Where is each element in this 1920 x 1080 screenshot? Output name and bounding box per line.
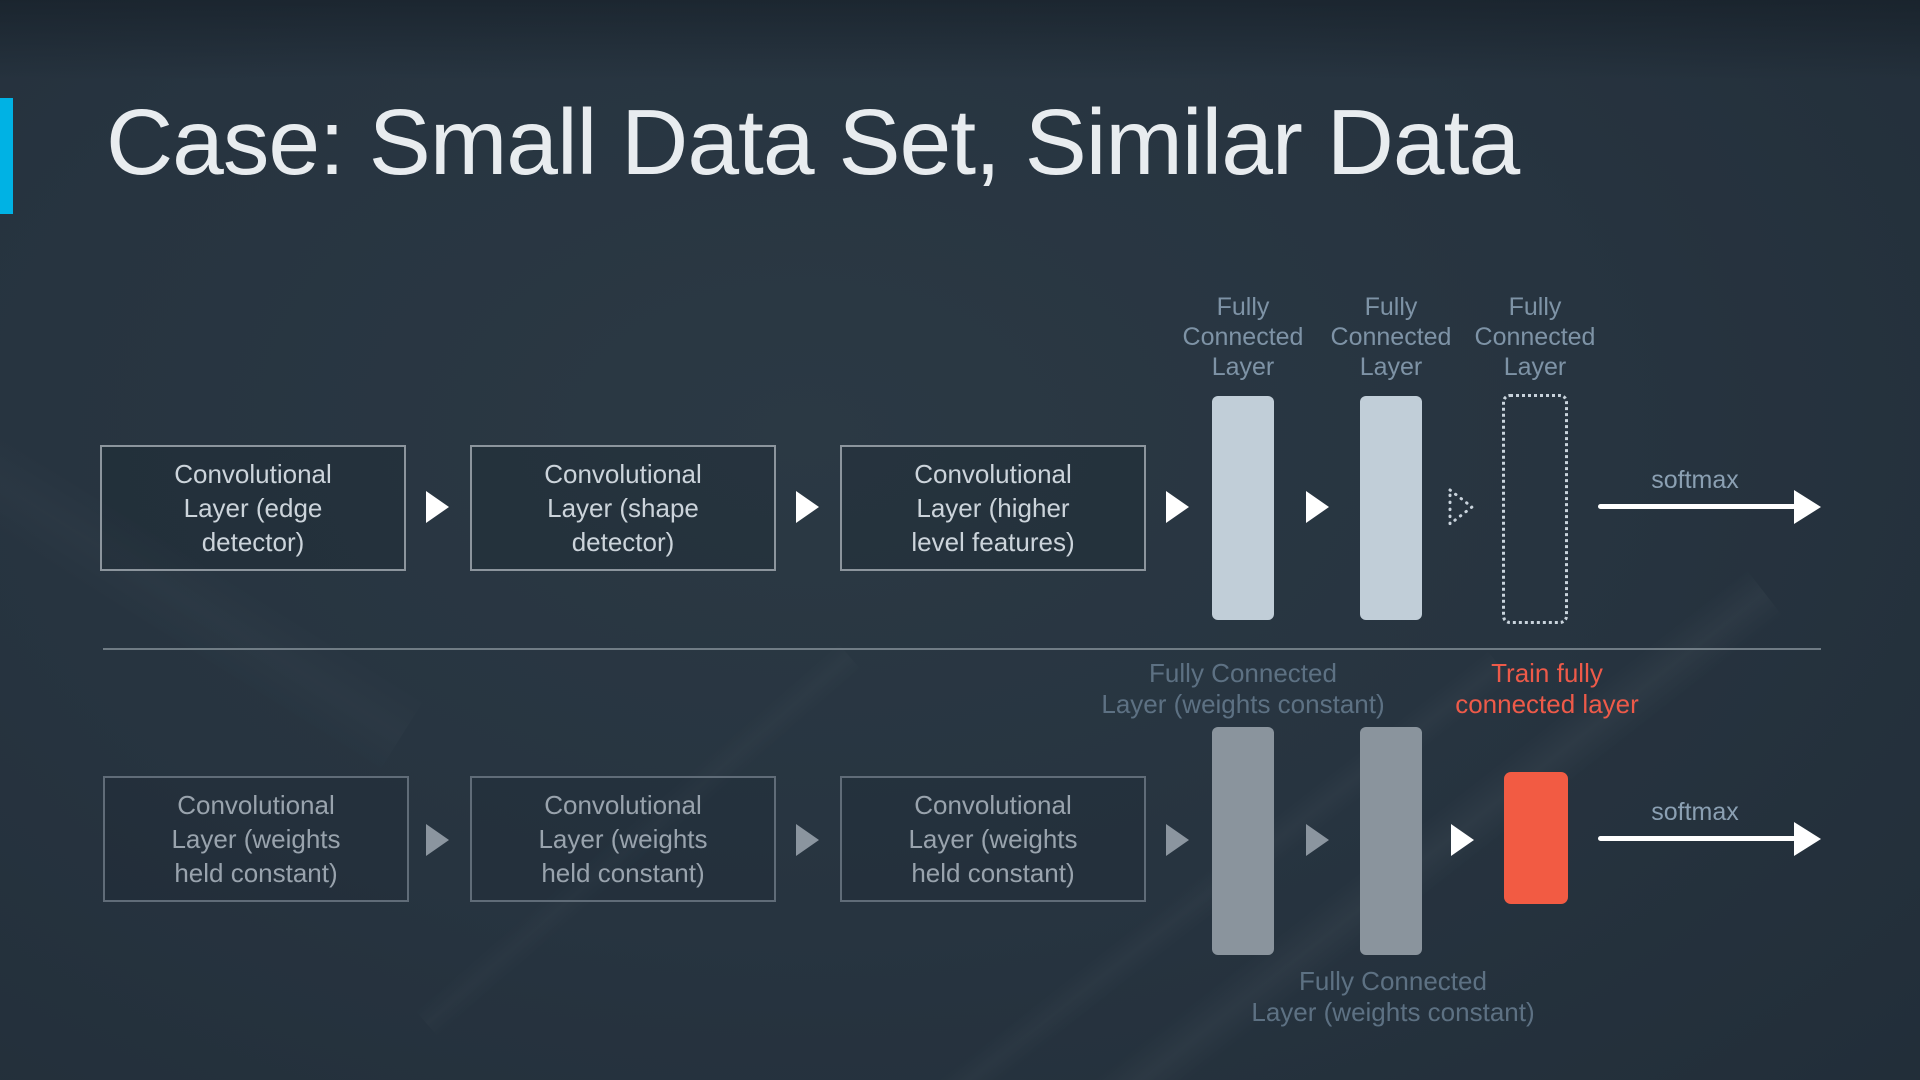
fully-connected-layer-label: Fully Connected Layer (1474, 293, 1596, 381)
arrow-right-icon (1166, 824, 1189, 856)
trainable-fully-connected-layer-bar (1504, 772, 1568, 904)
fully-connected-layer-label: Fully Connected Layer (1182, 293, 1304, 381)
conv-layer-box-higher-features: Convolutional Layer (higher level featur… (840, 445, 1146, 571)
conv-layer-box-edge-detector: Convolutional Layer (edge detector) (100, 445, 406, 571)
fully-connected-layer-bar-frozen (1212, 727, 1274, 955)
softmax-arrow-head-icon (1794, 822, 1821, 856)
softmax-arrow-head-icon (1794, 490, 1821, 524)
arrow-right-icon (426, 824, 449, 856)
arrow-right-icon (1451, 824, 1474, 856)
conv-layer-box-label: Convolutional Layer (weights held consta… (908, 790, 1078, 888)
softmax-arrow-line (1598, 504, 1796, 509)
title-accent-bar (0, 98, 13, 214)
section-divider (103, 648, 1821, 650)
conv-layer-box-label: Convolutional Layer (shape detector) (544, 459, 702, 557)
conv-layer-box-label: Convolutional Layer (higher level featur… (911, 459, 1075, 557)
arrow-right-icon (796, 824, 819, 856)
conv-layer-box-label: Convolutional Layer (weights held consta… (538, 790, 708, 888)
fully-connected-layer-bar-dotted (1502, 394, 1568, 624)
slide-title: Case: Small Data Set, Similar Data (106, 90, 1520, 194)
conv-layer-box-frozen: Convolutional Layer (weights held consta… (103, 776, 409, 902)
conv-layer-box-label: Convolutional Layer (weights held consta… (171, 790, 341, 888)
conv-layer-box-frozen: Convolutional Layer (weights held consta… (840, 776, 1146, 902)
conv-layer-box-frozen: Convolutional Layer (weights held consta… (470, 776, 776, 902)
arrow-right-icon (1306, 824, 1329, 856)
fully-connected-layer-bar (1212, 396, 1274, 620)
conv-layer-box-shape-detector: Convolutional Layer (shape detector) (470, 445, 776, 571)
top-vignette (0, 0, 1920, 80)
conv-layer-box-label: Convolutional Layer (edge detector) (174, 459, 332, 557)
dotted-arrow-right-icon (1448, 486, 1475, 528)
softmax-label: softmax (1651, 466, 1739, 494)
fully-connected-layer-bar (1360, 396, 1422, 620)
fc-weights-constant-label-bottom: Fully Connected Layer (weights constant) (1251, 966, 1535, 1027)
fully-connected-layer-label: Fully Connected Layer (1330, 293, 1452, 381)
fully-connected-layer-bar-frozen (1360, 727, 1422, 955)
fc-weights-constant-label-top: Fully Connected Layer (weights constant) (1101, 658, 1385, 719)
softmax-label: softmax (1651, 798, 1739, 826)
softmax-arrow-line (1598, 836, 1796, 841)
arrow-right-icon (426, 491, 449, 523)
arrow-right-icon (1166, 491, 1189, 523)
train-fully-connected-label: Train fully connected layer (1455, 658, 1639, 719)
arrow-right-icon (796, 491, 819, 523)
arrow-right-icon (1306, 491, 1329, 523)
